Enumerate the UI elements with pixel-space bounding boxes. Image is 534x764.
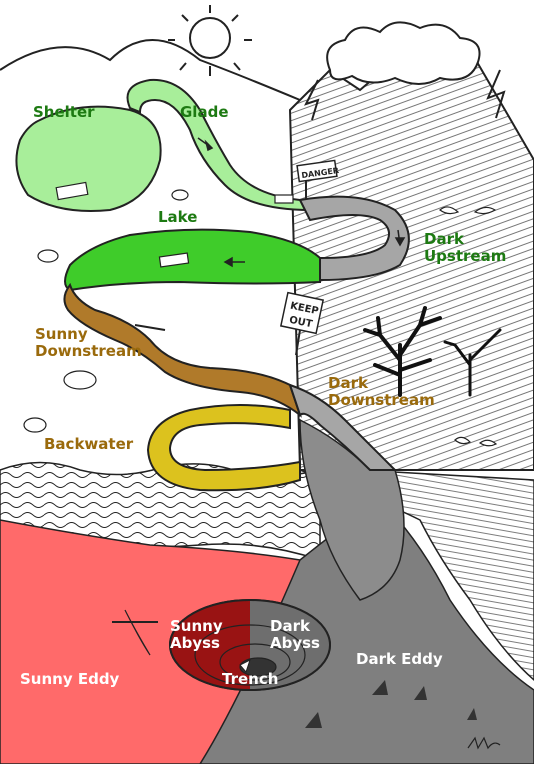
label-sunny-abyss: Sunny Abyss bbox=[170, 617, 223, 652]
sunny-downstream-river bbox=[63, 282, 303, 418]
keep-out-sign: KEEP OUT bbox=[279, 291, 325, 356]
kayak-icon bbox=[112, 609, 251, 673]
danger-sign: DANGER bbox=[296, 159, 339, 200]
shelter-lake bbox=[15, 105, 162, 212]
sunny-hill-outline bbox=[0, 39, 301, 101]
dead-tree-icon bbox=[363, 306, 502, 397]
label-shelter: Shelter bbox=[33, 103, 95, 121]
sunny-eddy-area bbox=[0, 519, 301, 764]
label-dark-downstream: Dark Downstream bbox=[328, 374, 435, 409]
flow-arrow-icon bbox=[197, 137, 406, 268]
sun-icon bbox=[168, 5, 252, 76]
keep-out-line2: OUT bbox=[288, 315, 313, 331]
label-dark-upstream: Dark Upstream bbox=[424, 230, 507, 265]
label-dark-abyss: Dark Abyss bbox=[270, 617, 320, 652]
storm-cloud-icon bbox=[304, 21, 506, 121]
label-backwater: Backwater bbox=[44, 435, 134, 453]
backwater-loop bbox=[146, 404, 301, 492]
label-glade: Glade bbox=[180, 103, 229, 121]
label-trench: Trench bbox=[222, 670, 279, 688]
label-lake: Lake bbox=[158, 208, 198, 226]
glowing-eyes-icon bbox=[439, 206, 498, 447]
sheep-icon bbox=[23, 189, 189, 433]
dark-downstream-river bbox=[288, 383, 398, 471]
boat-icon bbox=[55, 181, 294, 331]
shark-fin-icon bbox=[305, 680, 477, 728]
lake-water bbox=[64, 228, 321, 292]
abyss-whirlpool bbox=[169, 599, 331, 691]
label-sunny-eddy: Sunny Eddy bbox=[20, 670, 120, 688]
label-sunny-downstream: Sunny Downstream bbox=[35, 325, 142, 360]
label-dark-eddy: Dark Eddy bbox=[356, 650, 443, 668]
artist-signature bbox=[467, 736, 501, 750]
